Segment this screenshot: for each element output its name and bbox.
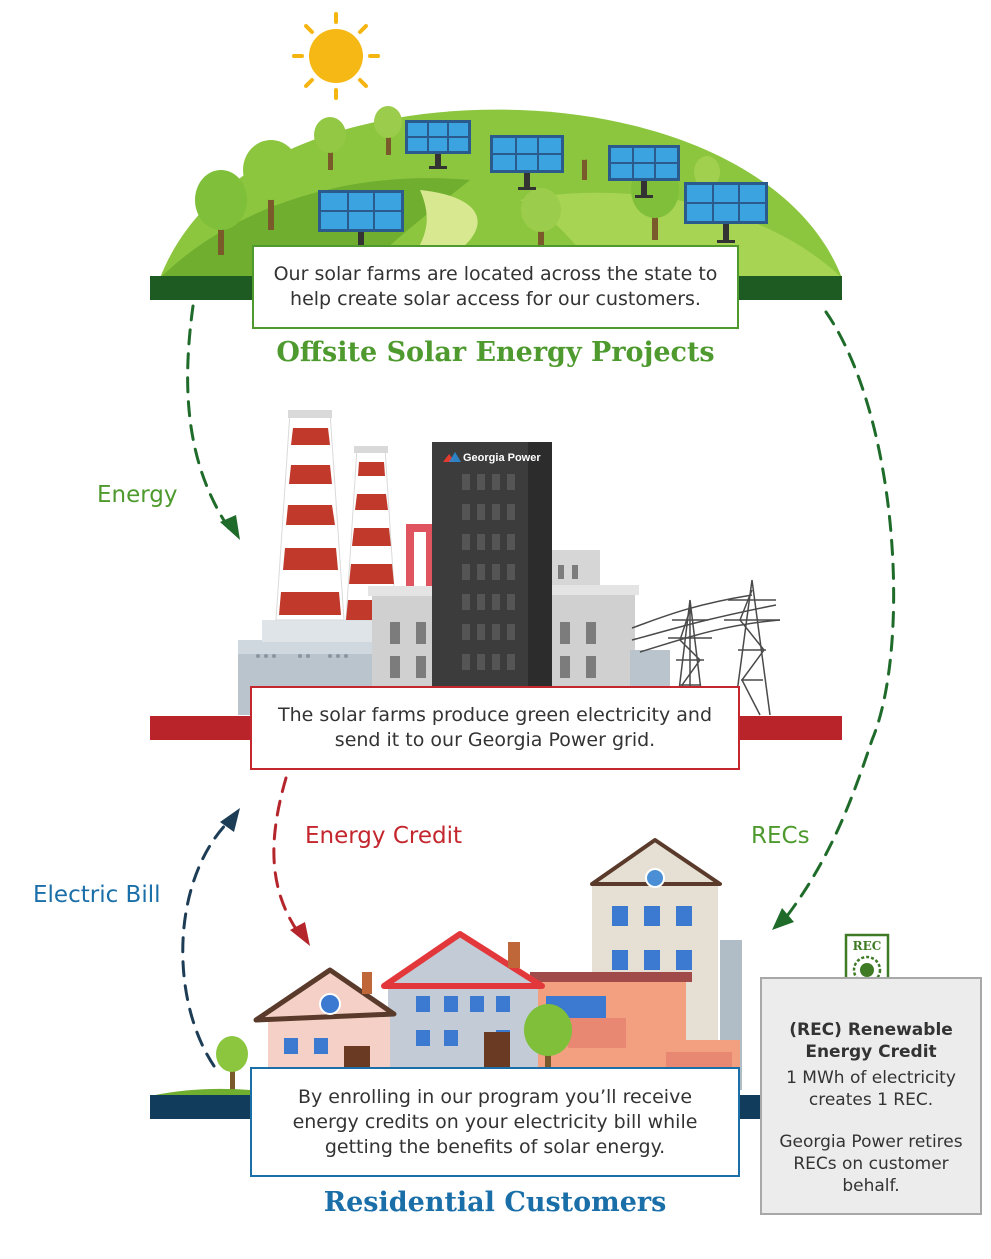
house-icon <box>216 838 742 1094</box>
energy-credit-label: Energy Credit <box>305 823 463 849</box>
grid-description: The solar farms produce green electricit… <box>277 704 713 751</box>
power-tower-icon <box>631 579 781 716</box>
solar-panel-icon <box>318 120 768 253</box>
energy-credit-arrow <box>272 776 302 937</box>
rec-badge-label: REC <box>853 939 882 953</box>
energy-label: Energy <box>97 482 178 508</box>
grid-description-box: The solar farms produce green electricit… <box>250 686 740 770</box>
rec-definition: 1 MWh of electricity creates 1 REC. <box>786 1068 956 1110</box>
rec-retire-note: Georgia Power retires RECs on customer b… <box>779 1132 963 1196</box>
rec-info-box: (REC) Renewable Energy Credit 1 MWh of e… <box>760 977 982 1215</box>
solar-title: Offsite Solar Energy Projects <box>276 337 715 368</box>
customers-description: By enrolling in our program you’ll recei… <box>292 1085 698 1158</box>
customers-description-box: By enrolling in our program you’ll recei… <box>250 1067 740 1177</box>
electric-bill-label: Electric Bill <box>33 882 161 908</box>
georgia-power-logo-icon <box>443 452 461 462</box>
smokestack-icon <box>275 410 345 621</box>
sun-icon <box>292 12 380 100</box>
solar-description-box: Our solar farms are located across the s… <box>252 245 739 329</box>
recs-arrow <box>782 310 896 922</box>
arrowheads <box>220 515 794 946</box>
rec-title: (REC) Renewable Energy Credit <box>789 1020 953 1062</box>
energy-arrow <box>186 304 232 532</box>
georgia-power-logo-text: Georgia Power <box>463 452 541 464</box>
power-plant: Georgia Power <box>238 410 670 715</box>
solar-description: Our solar farms are located across the s… <box>273 263 718 310</box>
electric-bill-arrow <box>181 818 232 1068</box>
customers-title: Residential Customers <box>323 1187 667 1218</box>
recs-label: RECs <box>751 823 810 849</box>
